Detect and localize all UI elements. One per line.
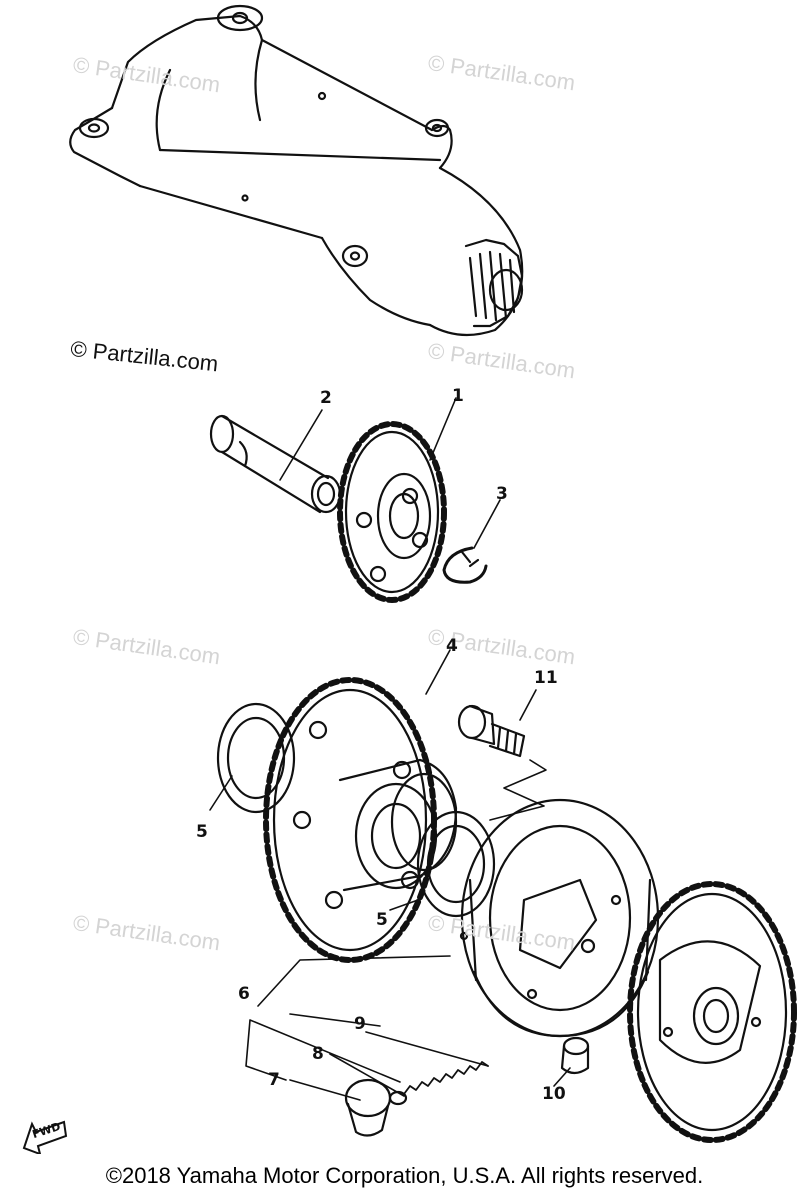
callout-7: 7	[268, 1070, 280, 1090]
callout-4: 4	[446, 636, 458, 656]
idler-gear	[337, 421, 447, 603]
driven-gear	[627, 881, 797, 1143]
callout-2: 2	[320, 388, 332, 408]
callout-5b: 5	[376, 910, 388, 930]
callout-9: 9	[354, 1014, 366, 1034]
starter-wheel-gear	[263, 677, 458, 963]
washer-left	[216, 702, 296, 814]
starter-motor	[69, 4, 524, 337]
callout-3: 3	[496, 484, 508, 504]
spring-cap	[388, 1090, 408, 1106]
spring	[403, 1061, 489, 1095]
shaft	[209, 414, 342, 514]
callout-11: 11	[534, 668, 558, 688]
fwd-arrow-icon	[22, 1120, 68, 1154]
callout-10: 10	[542, 1084, 566, 1104]
circlip	[442, 546, 488, 584]
callout-6: 6	[238, 984, 250, 1004]
callout-5: 5	[196, 822, 208, 842]
copyright-footer: ©2018 Yamaha Motor Corporation, U.S.A. A…	[105, 1163, 704, 1188]
bolt	[457, 704, 526, 758]
pin	[560, 1036, 590, 1075]
leader-lines	[209, 397, 571, 1101]
callout-8: 8	[312, 1044, 324, 1064]
callout-1: 1	[452, 386, 464, 406]
washer-right	[416, 810, 496, 918]
roller	[344, 1078, 392, 1137]
